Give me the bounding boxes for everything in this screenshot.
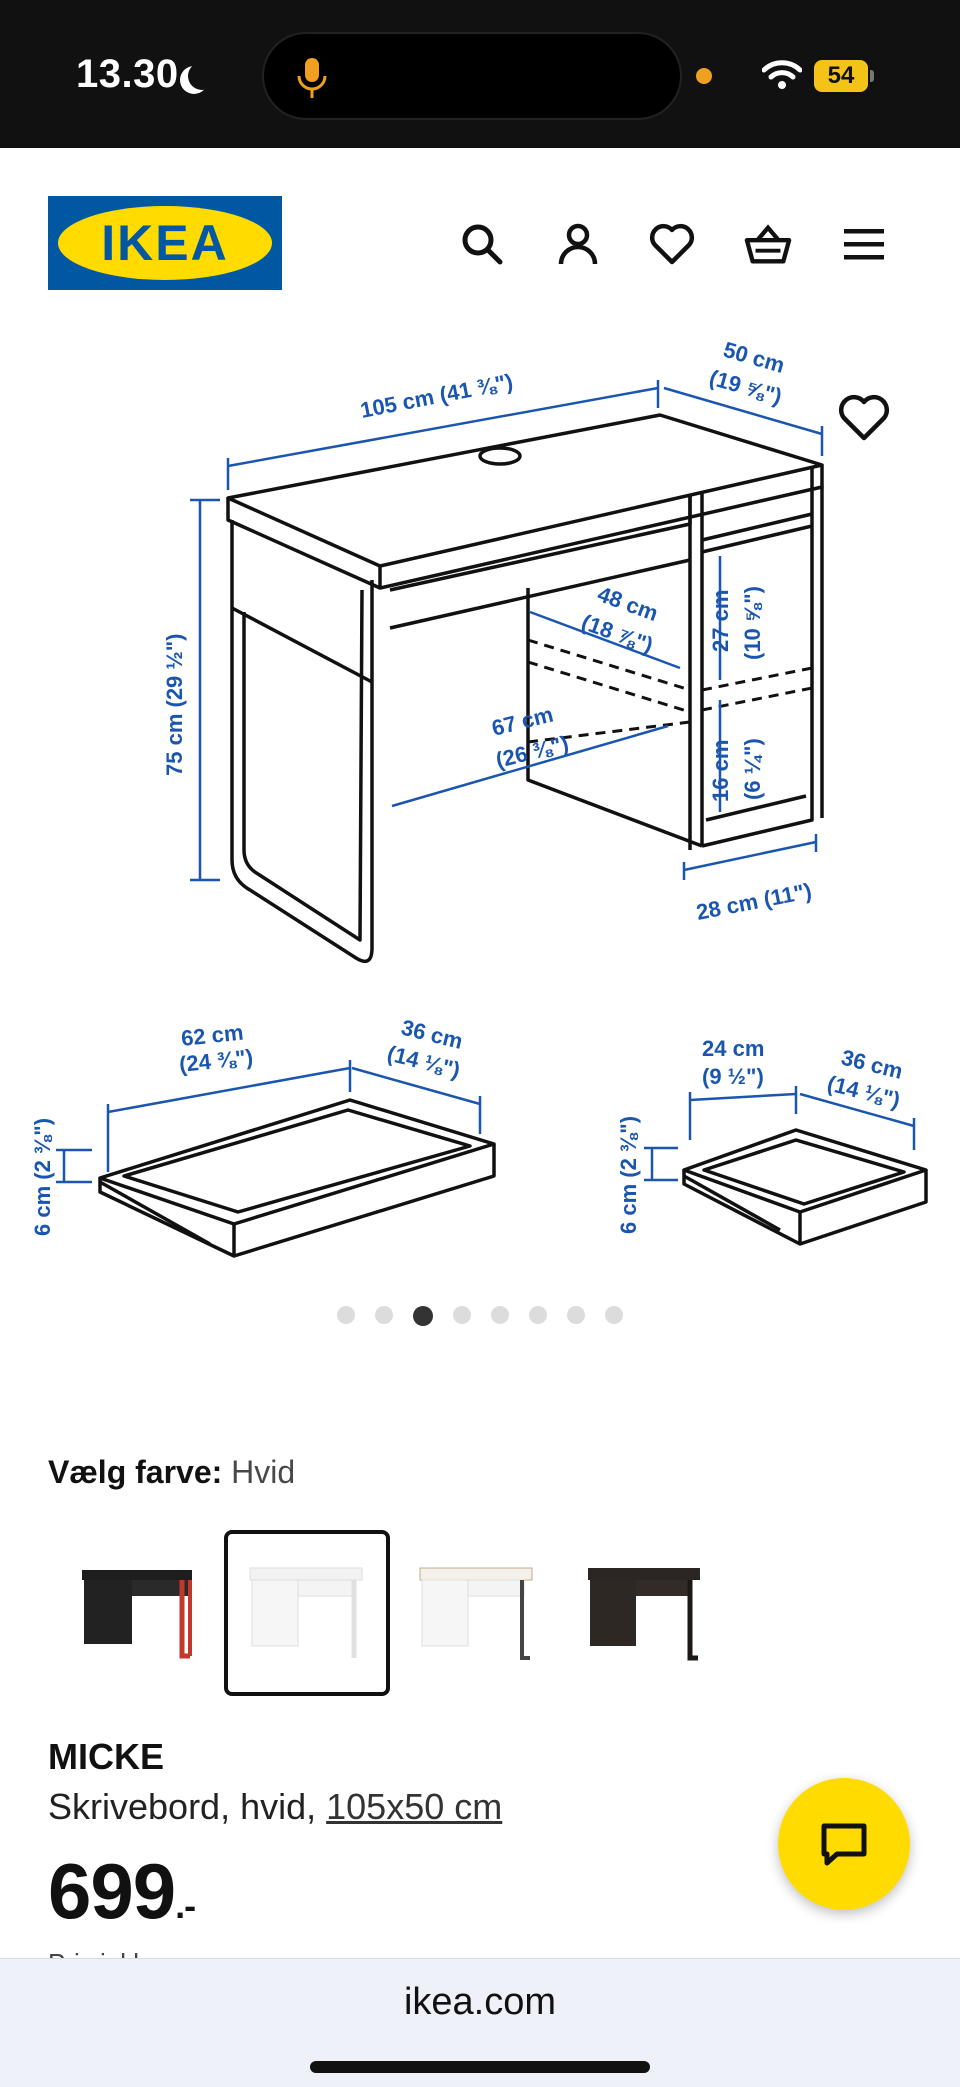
chat-icon <box>821 1823 867 1866</box>
ikea-logo[interactable]: IKEA <box>48 196 282 290</box>
product-image-gallery[interactable]: 105 cm (41 ⅜") 50 cm (19 ⅝") 75 cm (29 ½… <box>0 298 960 1318</box>
pagination-dot[interactable] <box>605 1306 623 1324</box>
camera-indicator-icon <box>696 68 712 84</box>
logo-text: IKEA <box>101 215 229 271</box>
favorites-icon[interactable] <box>648 220 696 268</box>
product-name: MICKE <box>48 1736 164 1777</box>
basket-icon[interactable] <box>744 220 792 268</box>
dimension-drawing: 105 cm (41 ⅜") 50 cm (19 ⅝") 75 cm (29 ½… <box>30 337 928 1258</box>
dim-drawer2-width: 24 cm <box>702 1036 764 1061</box>
status-bar: 13.30 54 <box>0 0 960 148</box>
dim-shelf-bottom: 16 cm <box>708 740 733 802</box>
swatch-black-brown[interactable] <box>562 1530 728 1696</box>
dim-desk-width: 105 cm (41 ⅜") <box>358 369 515 423</box>
home-indicator[interactable] <box>310 2061 650 2073</box>
dim-shelf-bottom-in: (6 ¼") <box>740 738 765 800</box>
account-icon[interactable] <box>554 220 602 268</box>
url-text[interactable]: ikea.com <box>403 1981 557 2023</box>
pagination-dot[interactable] <box>453 1306 471 1324</box>
product-description: Skrivebord, hvid, 105x50 cm <box>48 1786 502 1828</box>
color-label-value: Hvid <box>231 1454 296 1490</box>
swatch-black-red[interactable] <box>56 1530 222 1696</box>
dim-shelf-top: 27 cm <box>708 590 733 652</box>
logo-oval: IKEA <box>58 206 272 280</box>
dynamic-island <box>262 32 682 120</box>
price-suffix: .- <box>175 1885 196 1926</box>
swatch-white-selected[interactable] <box>224 1530 390 1696</box>
product-description-text: Skrivebord, hvid, <box>48 1786 317 1827</box>
color-swatches <box>56 1530 756 1698</box>
pagination-dot-active[interactable] <box>413 1306 433 1326</box>
dim-drawer2-height: 6 cm (2 ⅜") <box>616 1116 641 1234</box>
dim-cabinet-width: 28 cm (11") <box>694 878 813 925</box>
price-note: Pris inkl. moms <box>48 1948 224 1960</box>
site-header: IKEA <box>0 148 960 298</box>
dim-shelf-top-in: (10 ⅝") <box>740 586 765 660</box>
menu-icon[interactable] <box>840 220 888 268</box>
dim-drawer2-width-in: (9 ½") <box>702 1064 764 1089</box>
chat-button[interactable] <box>778 1778 910 1910</box>
pagination-dot[interactable] <box>337 1306 355 1324</box>
status-time: 13.30 <box>76 52 179 96</box>
gallery-pagination[interactable] <box>0 1306 960 1326</box>
microphone-icon <box>297 58 327 98</box>
pagination-dot[interactable] <box>529 1306 547 1324</box>
product-size-link[interactable]: 105x50 cm <box>326 1786 503 1827</box>
browser-url-bar[interactable]: ikea.com <box>0 1958 960 2087</box>
battery-icon: 54 <box>814 60 874 92</box>
wifi-icon <box>762 60 802 89</box>
pagination-dot[interactable] <box>567 1306 585 1324</box>
dim-drawer1-height: 6 cm (2 ⅜") <box>30 1118 55 1236</box>
pagination-dot[interactable] <box>375 1306 393 1324</box>
dim-desk-height: 75 cm (29 ½") <box>162 633 187 776</box>
search-icon[interactable] <box>458 220 506 268</box>
price-main: 699 <box>48 1847 176 1935</box>
color-label-prefix: Vælg farve: <box>48 1454 223 1490</box>
pagination-dot[interactable] <box>491 1306 509 1324</box>
swatch-white-anthracite[interactable] <box>394 1530 560 1696</box>
moon-icon <box>188 62 216 90</box>
color-selector-label: Vælg farve: Hvid <box>48 1454 295 1491</box>
add-to-favorites-button[interactable] <box>834 388 894 448</box>
product-price: 699.- <box>48 1846 196 1937</box>
